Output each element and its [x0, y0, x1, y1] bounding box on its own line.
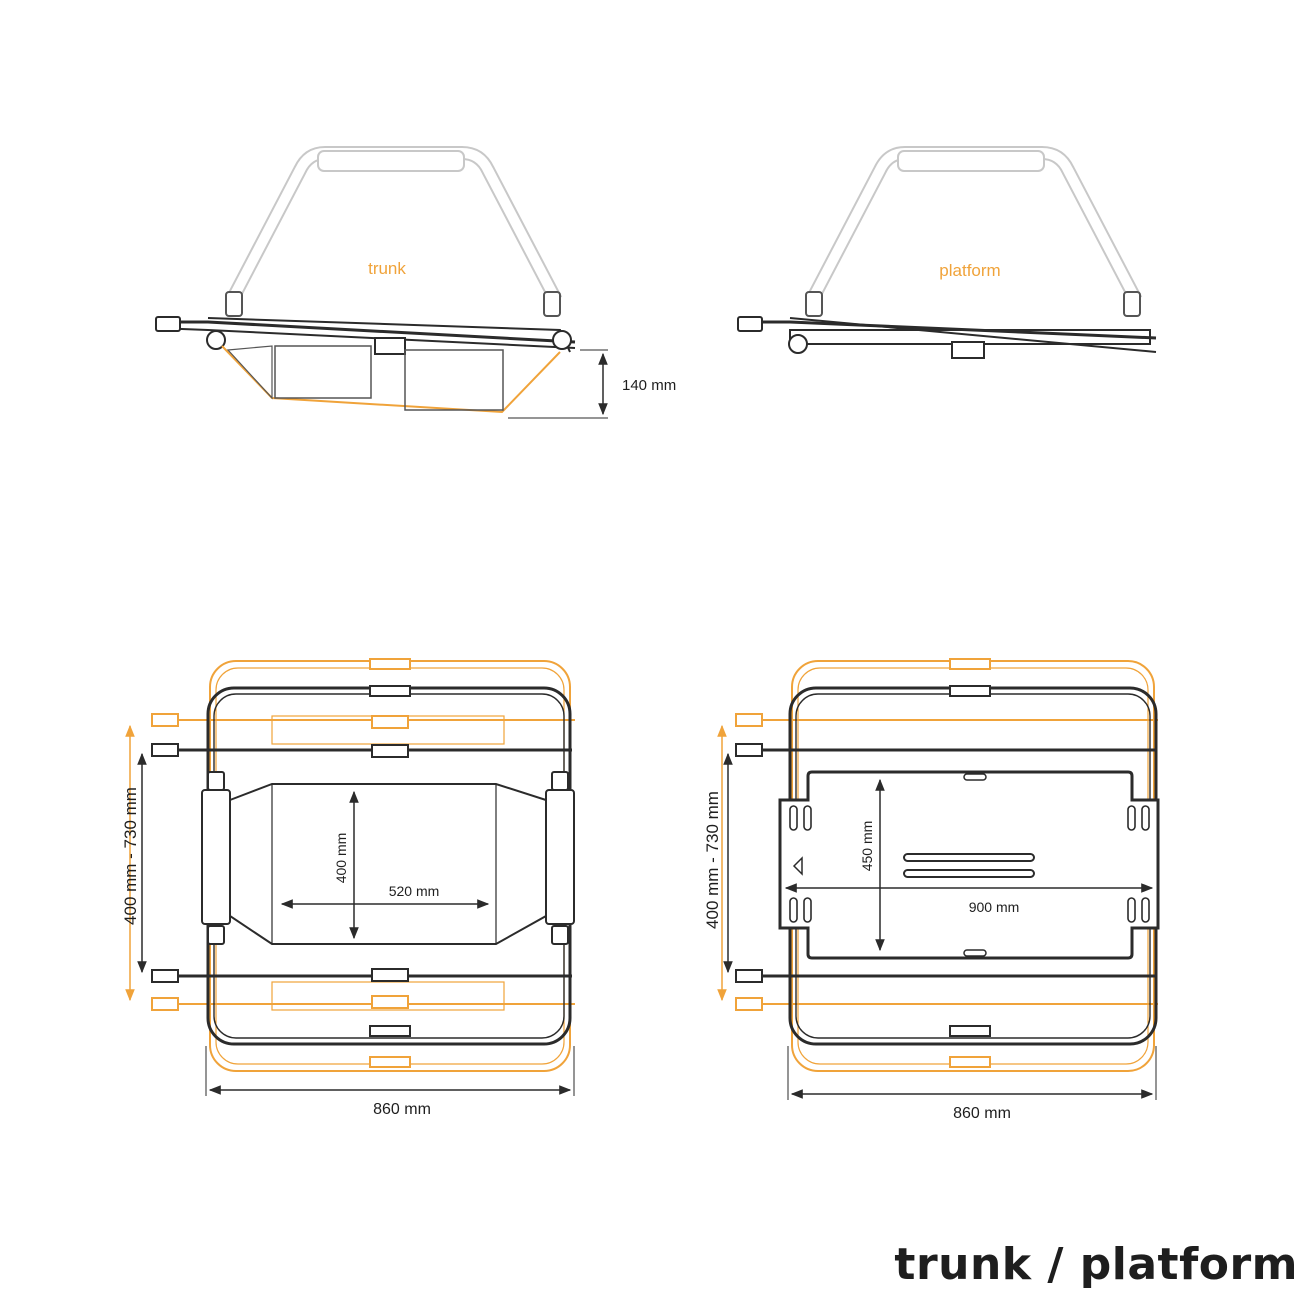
- trunk-depth-dimension: 400 mm: [333, 833, 349, 884]
- trunk-top-view: 400 mm 520 mm 400 mm - 730 mm 860 mm: [121, 658, 575, 1118]
- trunk-label: trunk: [368, 259, 406, 278]
- platform-depth-dimension: 450 mm: [859, 821, 875, 872]
- trunk-span-dimension: 400 mm - 730 mm: [121, 787, 140, 925]
- platform-label: platform: [939, 261, 1000, 280]
- platform-top-view: 450 mm 900 mm 400 mm - 730 mm 860 mm: [703, 658, 1160, 1122]
- trunk-side-view: 140 mm trunk: [155, 146, 676, 419]
- platform-span-dimension: 400 mm - 730 mm: [703, 791, 722, 929]
- trunk-height-dimension: 140 mm: [622, 377, 676, 394]
- trunk-width-dimension: 520 mm: [389, 883, 440, 899]
- page-caption: trunk / platform: [894, 1239, 1298, 1290]
- platform-side-view: platform: [737, 146, 1157, 359]
- platform-total-width: 860 mm: [953, 1105, 1011, 1122]
- trunk-total-width: 860 mm: [373, 1101, 431, 1118]
- platform-width-dimension: 900 mm: [969, 899, 1020, 915]
